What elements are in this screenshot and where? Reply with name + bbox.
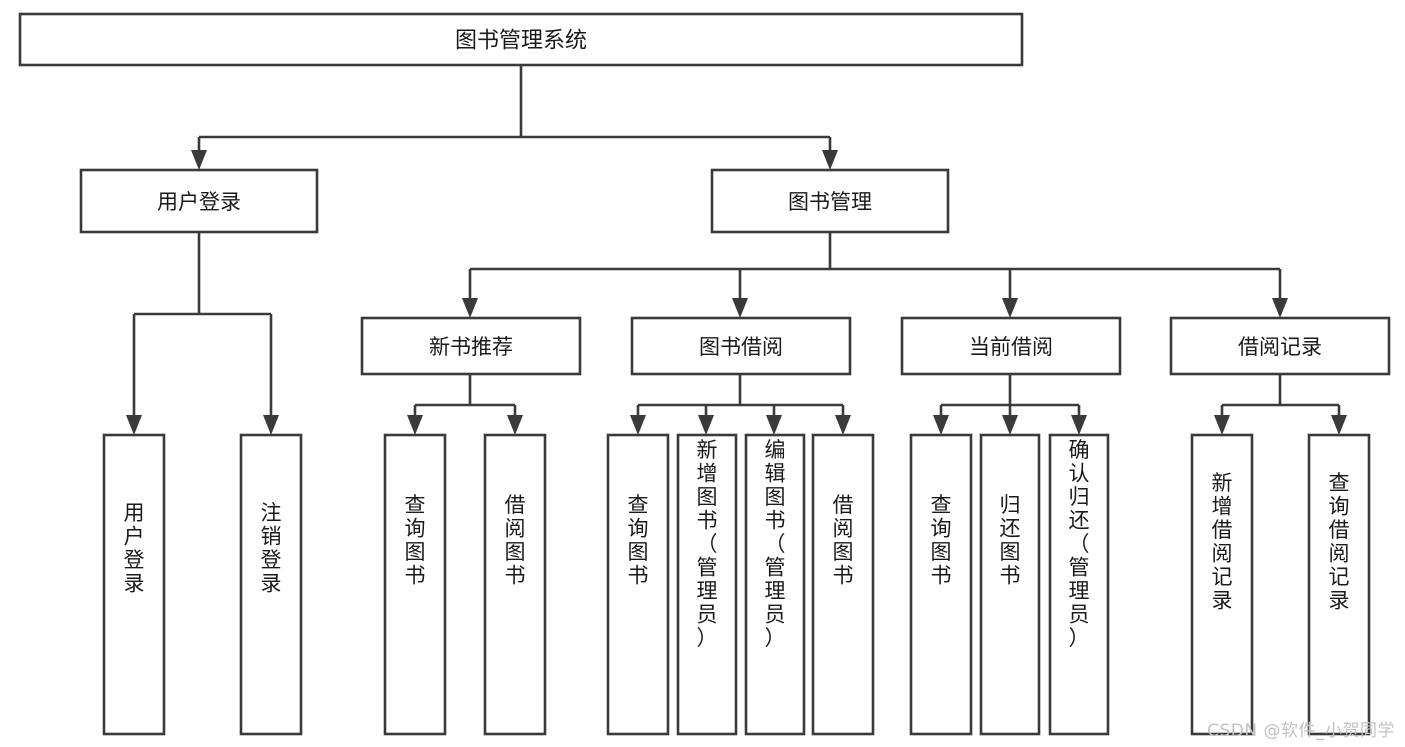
leaf-node[interactable]: 查询图书 (606, 433, 670, 736)
leaf-node-label: 新增借阅记录 (1212, 471, 1233, 613)
leaf-node[interactable]: 编辑图书（管理员） (744, 433, 806, 736)
leaf-node[interactable]: 用户登录 (102, 433, 166, 736)
node-borrow-record-box (1169, 316, 1391, 376)
leaf-node[interactable]: 查询图书 (383, 433, 447, 736)
leaf-node-box (102, 433, 166, 736)
leaf-node-label: 注销登录 (261, 501, 282, 596)
leaf-node-box (483, 433, 547, 736)
leaf-node-label: 用户登录 (124, 501, 145, 596)
arrowhead-l3-2 (1002, 298, 1018, 318)
node-user-login-box (79, 168, 319, 234)
leaf-node-label: 查询借阅记录 (1329, 471, 1350, 613)
leaf-node-box (676, 433, 738, 736)
arrowhead-leaf-6 (766, 415, 782, 435)
arrowhead-leaf-1 (263, 415, 279, 435)
arrowhead-leaf-8 (933, 415, 949, 435)
arrowhead-leaf-10 (1071, 415, 1087, 435)
node-book-borrow-label: 图书借阅 (699, 335, 783, 359)
node-root-box (18, 12, 1024, 67)
node-new-book-recommend-label: 新书推荐 (429, 335, 513, 359)
leaf-node[interactable]: 借阅图书 (483, 433, 547, 736)
leaf-node-box (811, 433, 875, 736)
arrowhead-leaf-2 (407, 415, 423, 435)
arrowhead-leaf-3 (507, 415, 523, 435)
leaf-node-label: 归还图书 (1000, 493, 1021, 588)
arrowhead-l3-0 (462, 298, 478, 318)
node-root[interactable]: 图书管理系统 (18, 12, 1024, 67)
node-current-borrow[interactable]: 当前借阅 (900, 316, 1122, 376)
leaf-node-label: 查询图书 (931, 493, 952, 588)
leaf-node[interactable]: 归还图书 (979, 433, 1041, 736)
leaf-node-label: 查询图书 (405, 493, 426, 588)
leaf-node[interactable]: 查询图书 (909, 433, 973, 736)
arrowhead-leaf-9 (1002, 415, 1018, 435)
leaf-node[interactable]: 注销登录 (239, 433, 303, 736)
arrowhead-leaf-0 (126, 415, 142, 435)
arrowhead-leaf-11 (1214, 415, 1230, 435)
node-new-book-recommend[interactable]: 新书推荐 (360, 316, 582, 376)
leaf-node-box (1190, 433, 1254, 736)
leaf-node-box (1307, 433, 1371, 736)
leaf-nodes-layer: 用户登录 注销登录 查询图书 借阅图书 查询图书 新增图书（管理员） 编辑图书（… (102, 433, 1371, 736)
leaf-node[interactable]: 借阅图书 (811, 433, 875, 736)
node-book-management-label: 图书管理 (788, 190, 872, 214)
arrowhead-l3-1 (732, 298, 748, 318)
node-user-login[interactable]: 用户登录 (79, 168, 319, 234)
leaf-node-box (606, 433, 670, 736)
leaf-node-box (909, 433, 973, 736)
leaf-node-label: 借阅图书 (505, 493, 526, 588)
node-borrow-record-label: 借阅记录 (1238, 335, 1322, 359)
node-book-management-box (710, 168, 950, 234)
leaf-node-label: 查询图书 (628, 493, 649, 588)
leaf-node-label: 确认归还（管理员） (1069, 438, 1090, 650)
arrowhead-book-mgmt (822, 150, 838, 170)
node-book-borrow-box (630, 316, 852, 376)
leaf-node[interactable]: 新增图书（管理员） (676, 433, 738, 736)
node-book-borrow[interactable]: 图书借阅 (630, 316, 852, 376)
arrowhead-leaf-7 (835, 415, 851, 435)
node-user-login-label: 用户登录 (157, 190, 241, 214)
leaf-node[interactable]: 查询借阅记录 (1307, 433, 1371, 736)
connector-layer (126, 65, 1347, 435)
leaf-node-box (979, 433, 1041, 736)
node-new-book-recommend-box (360, 316, 582, 376)
leaf-node-box (1048, 433, 1110, 736)
leaf-node[interactable]: 新增借阅记录 (1190, 433, 1254, 736)
leaf-node-label: 编辑图书（管理员） (765, 438, 786, 650)
arrowhead-leaf-12 (1331, 415, 1347, 435)
node-borrow-record[interactable]: 借阅记录 (1169, 316, 1391, 376)
leaf-node-box (383, 433, 447, 736)
node-current-borrow-label: 当前借阅 (969, 335, 1053, 359)
node-current-borrow-box (900, 316, 1122, 376)
leaf-node-label: 新增图书（管理员） (697, 438, 718, 650)
leaf-node-label: 借阅图书 (833, 493, 854, 588)
arrowhead-user-login (191, 150, 207, 170)
leaf-node[interactable]: 确认归还（管理员） (1048, 433, 1110, 736)
node-book-management[interactable]: 图书管理 (710, 168, 950, 234)
leaf-node-box (239, 433, 303, 736)
arrowhead-l3-3 (1272, 298, 1288, 318)
leaf-node-box (744, 433, 806, 736)
arrowhead-leaf-4 (630, 415, 646, 435)
node-root-label: 图书管理系统 (455, 29, 587, 54)
arrowhead-leaf-5 (698, 415, 714, 435)
